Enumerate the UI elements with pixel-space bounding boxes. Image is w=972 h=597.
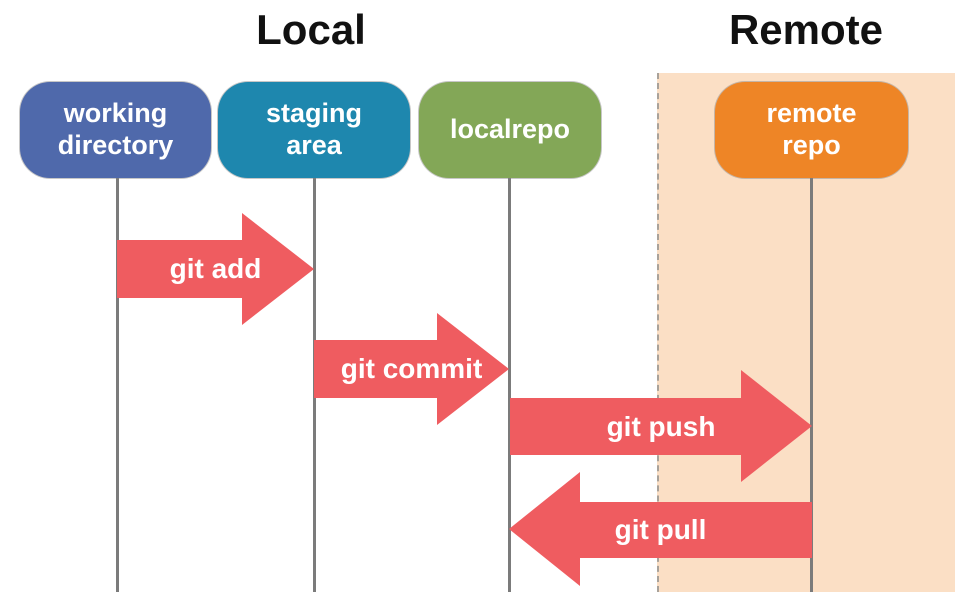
node-localrepo-label: localrepo bbox=[449, 114, 571, 145]
node-localrepo: localrepo bbox=[419, 82, 601, 178]
arrow-git-pull: git pull bbox=[509, 472, 812, 587]
arrow-git-push-label: git push bbox=[606, 411, 716, 442]
node-remote-repo: remote repo bbox=[715, 82, 908, 178]
arrow-git-add: git add bbox=[117, 213, 314, 325]
arrow-git-add-label: git add bbox=[169, 253, 262, 284]
node-working-directory: working directory bbox=[20, 82, 211, 178]
arrow-git-commit-shaft bbox=[314, 340, 437, 398]
node-staging-area: staging area bbox=[218, 82, 410, 178]
arrow-git-pull-shaft bbox=[580, 502, 812, 558]
lifeline-working-directory bbox=[116, 177, 119, 592]
arrow-right-icon bbox=[242, 213, 314, 325]
remote-section-title: Remote bbox=[728, 6, 884, 53]
local-section-title: Local bbox=[256, 6, 366, 53]
arrow-left-icon bbox=[509, 472, 580, 586]
arrow-right-icon bbox=[741, 370, 812, 482]
node-staging-area-label: staging area bbox=[265, 98, 362, 160]
arrow-git-pull-label: git pull bbox=[614, 514, 707, 545]
arrow-right-icon bbox=[437, 313, 509, 425]
arrow-git-push: git push bbox=[510, 370, 812, 482]
node-working-directory-label: working directory bbox=[57, 98, 174, 160]
arrow-git-commit: git commit bbox=[314, 313, 509, 425]
arrow-git-add-shaft bbox=[117, 240, 242, 298]
arrow-git-push-shaft bbox=[510, 398, 741, 455]
arrow-git-commit-label: git commit bbox=[340, 353, 483, 384]
lifeline-localrepo bbox=[508, 177, 511, 592]
node-remote-repo-label: remote repo bbox=[766, 98, 857, 160]
